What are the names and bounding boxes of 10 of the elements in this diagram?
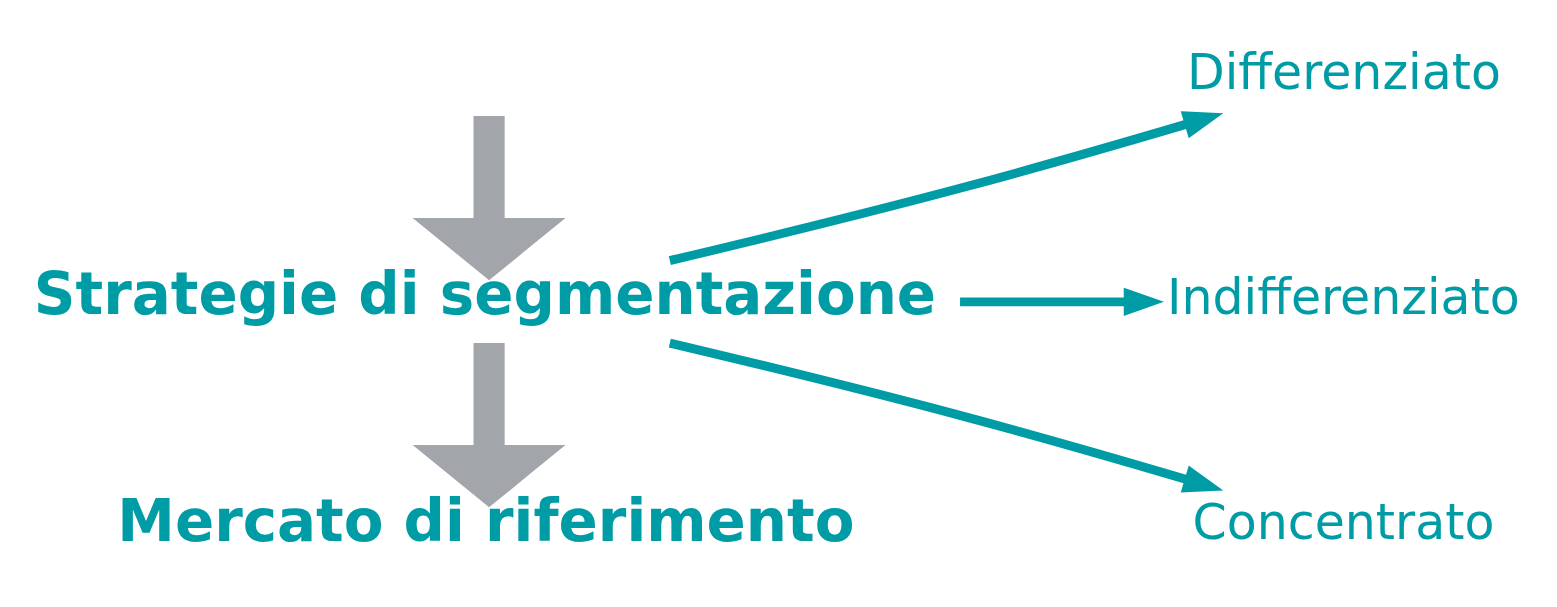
arrow [668, 111, 1224, 265]
arrow [412, 115, 566, 281]
node-text: Mercato di riferimento [117, 486, 855, 555]
arrow [412, 343, 566, 508]
arrow [960, 287, 1164, 316]
node-text: Concentrato [1192, 494, 1495, 552]
arrow [668, 338, 1224, 493]
node-text: Strategie di segmentazione [33, 259, 937, 328]
node-text: Indifferenziato [1166, 269, 1520, 327]
node-text: Differenziato [1187, 44, 1501, 102]
